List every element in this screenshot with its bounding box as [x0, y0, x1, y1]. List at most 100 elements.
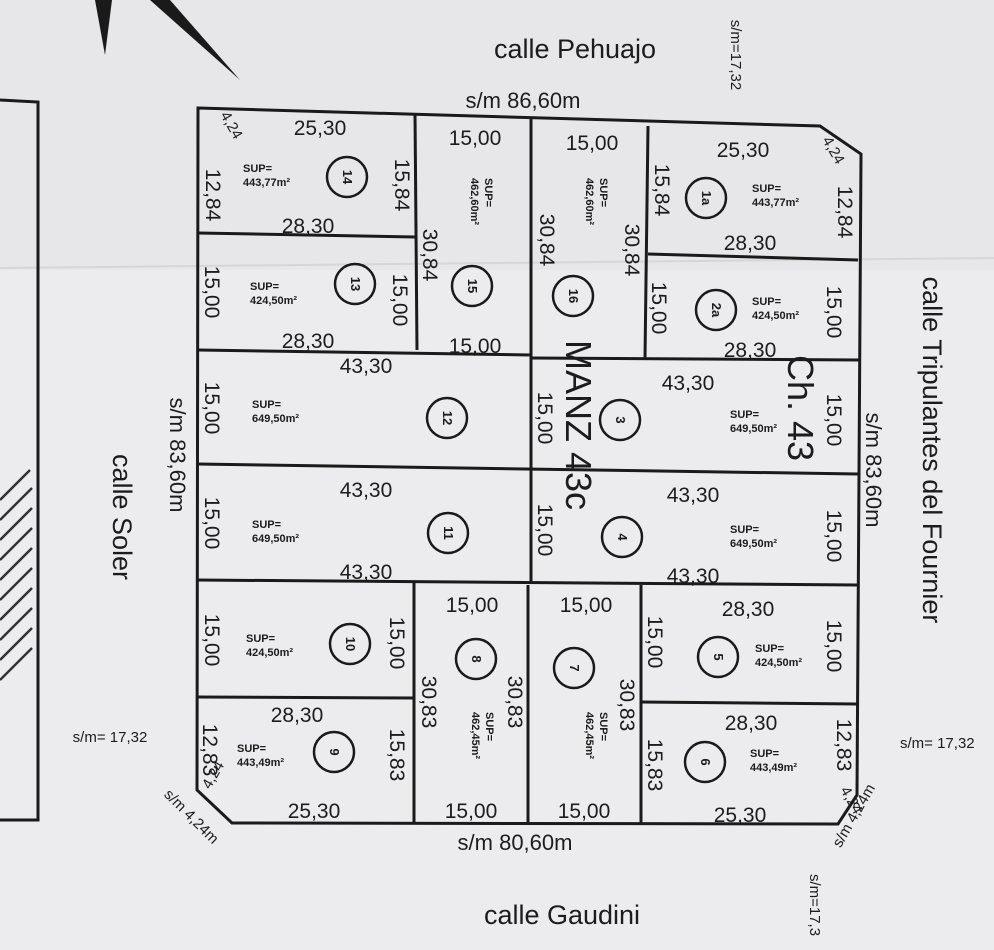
lot-dim: 43,30 [340, 561, 393, 584]
lot-number-circle [333, 262, 377, 306]
lot-dim: 30,84 [418, 229, 441, 282]
sup-value: 443,49m² [750, 762, 797, 774]
lot-dim: 30,84 [620, 224, 643, 277]
lot-dim: 15,00 [200, 266, 223, 319]
lot-lines [196, 112, 861, 823]
lot-dim: 25,30 [714, 804, 767, 827]
lot-dim: 28,30 [724, 339, 777, 362]
lot-number: 13 [348, 277, 363, 291]
lot-10: 15,00 15,00 SUP= 424,50m² 10 [200, 614, 408, 670]
lot-dim: 43,30 [340, 479, 393, 502]
lot-dim: 15,84 [650, 164, 673, 217]
lot-number-circle [328, 622, 372, 666]
lot-dim: 30,84 [535, 214, 558, 267]
sup-value: 424,50m² [250, 295, 297, 307]
sup-value: 462,45m² [583, 712, 595, 759]
lot-dim: 43,30 [667, 565, 720, 588]
lot-dim: 25,30 [288, 800, 341, 823]
lot-dim: 12,84 [833, 186, 856, 239]
lot-number: 2a [709, 303, 724, 318]
street-south: calle Gaudini [484, 900, 640, 930]
lot-9: 28,30 12,83 15,83 25,30 4,24 SUP= 443,49… [198, 704, 408, 823]
lot-number: 8 [469, 655, 484, 662]
sup-label: SUP= [752, 183, 781, 195]
street-west: calle Soler [107, 454, 137, 580]
sup-label: SUP= [246, 633, 275, 645]
lot-number-circle [684, 176, 728, 220]
block-outline [195, 106, 863, 826]
lot-dim: 43,30 [662, 372, 715, 395]
manz-label: MANZ 43c [558, 340, 599, 510]
lot-dim: 12,83 [832, 719, 855, 772]
lot-dim: 15,00 [385, 617, 408, 670]
lot-number-circle [694, 288, 738, 332]
lot-dim: 25,30 [717, 139, 770, 162]
lot-2a: 15,00 15,00 28,30 SUP= 424,50m² 2a [647, 282, 845, 362]
lot-dim: 43,30 [340, 355, 393, 378]
lot-number: 6 [698, 758, 713, 765]
sup-value: 443,77m² [243, 177, 290, 189]
paper-shade [0, 0, 994, 270]
dim-south: s/m 80,60m [458, 830, 573, 855]
lot-number: 15 [465, 279, 480, 293]
sup-value: 462,60m² [468, 178, 480, 225]
lot-number: 14 [340, 170, 355, 185]
lot-number-circle [696, 635, 740, 679]
lot-dim: 43,30 [667, 484, 720, 507]
lot-dim: 12,84 [201, 169, 224, 222]
sup-value: 424,50m² [755, 657, 802, 669]
sup-value: 462,45m² [469, 712, 481, 759]
lot-dim: 15,00 [822, 510, 845, 563]
lot-number-circle [552, 646, 596, 690]
neighbor-block-west [0, 98, 40, 822]
sup-label: SUP= [730, 409, 759, 421]
lot-number-circle [598, 398, 642, 442]
lot-number-circle [426, 511, 470, 555]
street-east: calle Tripulantes del Fournier [917, 277, 947, 624]
lot-dim: 28,30 [724, 232, 777, 255]
lot-14: 25,30 12,84 15,84 28,30 4,24 SUP= 443,77… [201, 109, 413, 239]
lot-dim: 15,00 [449, 127, 502, 150]
dim-north: s/m 86,60m [466, 88, 581, 113]
sup-value: 443,77m² [752, 197, 799, 209]
lot-number: 10 [343, 637, 358, 651]
lot-5: 28,30 15,00 15,00 SUP= 424,50m² 5 [643, 598, 845, 679]
lot-number-circle [450, 264, 494, 308]
lot-8: 15,00 30,83 30,83 15,00 SUP= 462,45m² 8 [417, 594, 526, 823]
lot-dim: 12,83 [198, 724, 221, 777]
lot-15: 15,00 30,84 15,00 SUP= 462,60m² 15 [418, 127, 501, 358]
ch-label: Ch. 43 [780, 355, 821, 461]
lot-number: 5 [711, 653, 726, 660]
lot-number: 4 [615, 533, 630, 541]
lot-dim: 15,00 [446, 594, 499, 617]
lot-3: 43,30 15,00 15,00 SUP= 649,50m² 3 [533, 372, 845, 446]
lot-number: 9 [327, 748, 342, 755]
lot-number-circle [551, 274, 595, 318]
lot-dim: 28,30 [725, 712, 778, 735]
north-arrow [0, 0, 240, 80]
chamfer-bottom-right: s/m=17,3 [806, 874, 823, 936]
sup-label: SUP= [752, 296, 781, 308]
lot-6: 28,30 15,83 12,83 25,30 4,24 SUP= 443,49… [643, 712, 866, 827]
lot-dim: 15,83 [643, 739, 666, 792]
sup-label: SUP= [483, 712, 495, 741]
street-north: calle Pehuajo [494, 34, 656, 64]
lot-12: 43,30 15,00 SUP= 649,50m² 12 [200, 355, 469, 440]
lot-11: 43,30 15,00 43,30 SUP= 649,50m² 11 [200, 479, 470, 584]
sup-value: 443,49m² [237, 757, 284, 769]
lot-number-circle [683, 740, 727, 784]
sup-value: 649,50m² [252, 413, 299, 425]
chamfer-east: s/m= 17,32 [900, 735, 975, 752]
lot-number: 12 [440, 411, 455, 425]
sup-label: SUP= [597, 178, 609, 207]
lot-dim: 15,00 [560, 594, 613, 617]
chamfer-top-right: s/m=17,32 [727, 20, 744, 90]
lot-number: 11 [441, 526, 456, 540]
lot-dim: 28,30 [271, 704, 324, 727]
lot-dim: 25,30 [294, 117, 347, 140]
lot-dim: 15,00 [647, 282, 670, 335]
lot-dim: 15,00 [566, 132, 619, 155]
lot-number-circle [600, 515, 644, 559]
lot-dim: 15,00 [558, 800, 611, 823]
